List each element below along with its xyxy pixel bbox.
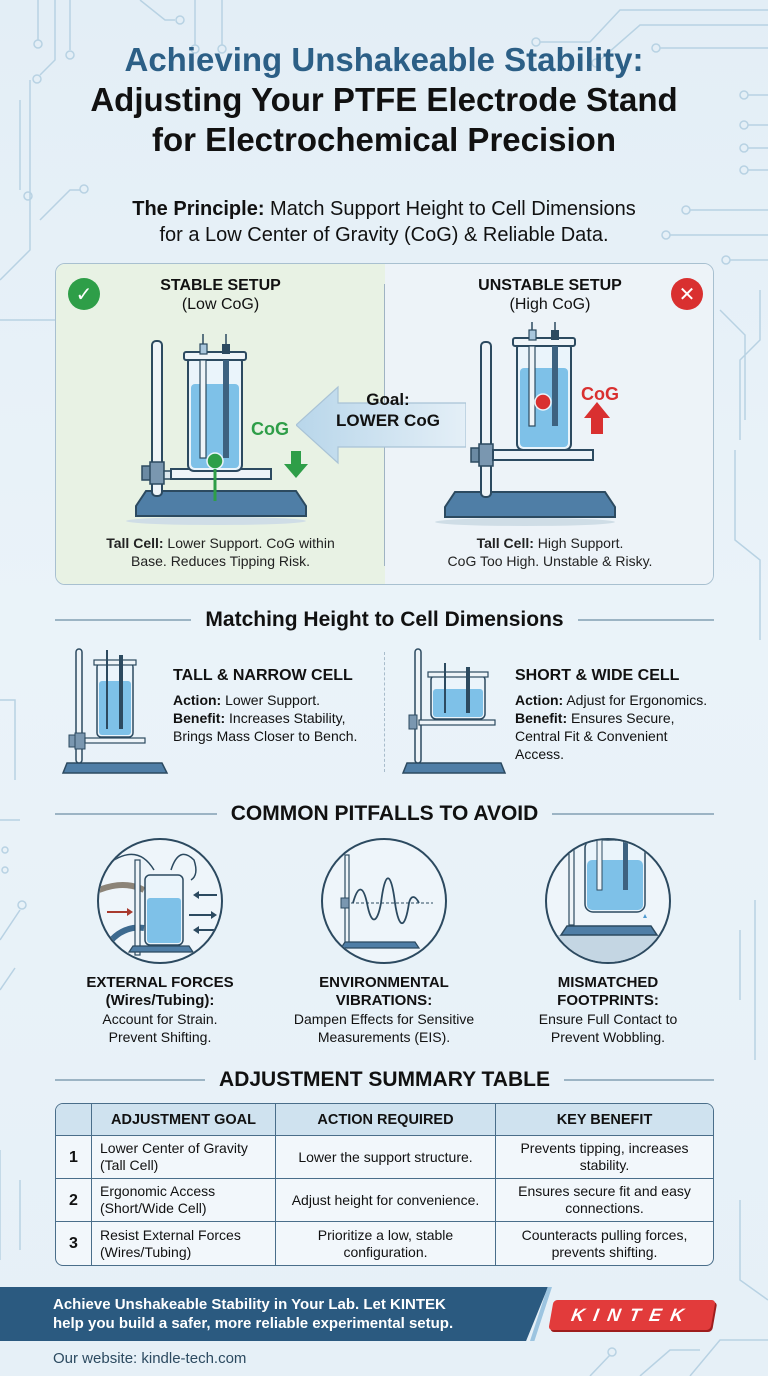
unstable-heading: UNSTABLE SETUP — [478, 277, 622, 294]
goal-arrow-left-icon — [296, 385, 466, 465]
table-row: 2 Ergonomic Access (Short/Wide Cell) Adj… — [56, 1179, 713, 1222]
summary-table: ADJUSTMENT GOAL ACTION REQUIRED KEY BENE… — [55, 1103, 714, 1266]
website-link[interactable]: Our website: kindle-tech.com — [53, 1350, 247, 1367]
stable-stand-illustration — [126, 334, 308, 525]
page-title: Achieving Unshakeable Stability: Adjusti… — [0, 40, 768, 160]
tall-cell-stand-icon — [61, 648, 169, 774]
tall-narrow-cell-card: TALL & NARROW CELL Action: Lower Support… — [55, 645, 375, 780]
stable-subheading: (Low CoG) — [181, 296, 260, 313]
stable-caption: Tall Cell: Lower Support. CoG within Bas… — [106, 535, 335, 569]
title-line-3: for Electrochemical Precision — [151, 121, 616, 158]
short-cell-stand-icon — [401, 648, 507, 774]
x-icon: ✕ — [671, 278, 703, 310]
title-line-2: Adjusting Your PTFE Electrode Stand — [90, 81, 678, 118]
cta-line-1: Achieve Unshakeable Stability in Your La… — [53, 1296, 446, 1313]
pitfalls-section-heading: COMMON PITFALLS TO AVOID — [55, 802, 715, 826]
matching-section-heading: Matching Height to Cell Dimensions — [55, 608, 715, 632]
vibration-wave-icon — [321, 838, 447, 964]
stable-cog-label: CoG — [251, 419, 289, 439]
wires-tubing-icon — [97, 838, 223, 964]
unstable-setup-panel: ✕ UNSTABLE SETUP (High CoG) CoG Ta — [385, 264, 713, 584]
cells-divider — [384, 652, 385, 772]
short-wide-cell-card: SHORT & WIDE CELL Action: Adjust for Erg… — [395, 645, 715, 780]
pitfall-footprints: MISMATCHED FOOTPRINTS: Ensure Full Conta… — [508, 838, 708, 1046]
principle-text-1: Match Support Height to Cell Dimensions — [264, 198, 636, 220]
table-header-row: ADJUSTMENT GOAL ACTION REQUIRED KEY BENE… — [56, 1104, 713, 1136]
check-icon: ✓ — [68, 278, 100, 310]
unstable-caption: Tall Cell: High Support. CoG Too High. U… — [447, 535, 653, 569]
stable-heading: STABLE SETUP — [160, 277, 281, 294]
unstable-stand-illustration — [435, 322, 616, 526]
cta-banner: Achieve Unshakeable Stability in Your La… — [0, 1287, 548, 1341]
principle-statement: The Principle: Match Support Height to C… — [0, 196, 768, 248]
summary-section-heading: ADJUSTMENT SUMMARY TABLE — [55, 1068, 715, 1092]
unstable-subheading: (High CoG) — [509, 296, 591, 313]
unstable-cog-label: CoG — [581, 384, 619, 404]
cta-line-2: help you build a safer, more reliable ex… — [53, 1315, 454, 1332]
kintek-logo[interactable]: KINTEK — [548, 1300, 716, 1330]
goal-label: Goal: LOWER CoG — [336, 390, 440, 430]
table-row: 1 Lower Center of Gravity (Tall Cell) Lo… — [56, 1136, 713, 1179]
footprint-contact-icon — [545, 838, 671, 964]
matching-cells: TALL & NARROW CELL Action: Lower Support… — [55, 645, 714, 780]
pitfall-external-forces: EXTERNAL FORCES (Wires/Tubing): Account … — [60, 838, 260, 1046]
table-row: 3 Resist External Forces (Wires/Tubing) … — [56, 1222, 713, 1265]
title-line-1: Achieving Unshakeable Stability: — [124, 41, 644, 78]
comparison-panel: ✓ STABLE SETUP (Low CoG) CoG — [55, 263, 714, 585]
principle-label: The Principle: — [132, 198, 265, 220]
short-cell-title: SHORT & WIDE CELL — [515, 667, 680, 684]
pitfall-vibrations: ENVIRONMENTAL VIBRATIONS: Dampen Effects… — [284, 838, 484, 1046]
principle-text-2: for a Low Center of Gravity (CoG) & Reli… — [159, 224, 609, 246]
tall-cell-title: TALL & NARROW CELL — [173, 667, 353, 684]
